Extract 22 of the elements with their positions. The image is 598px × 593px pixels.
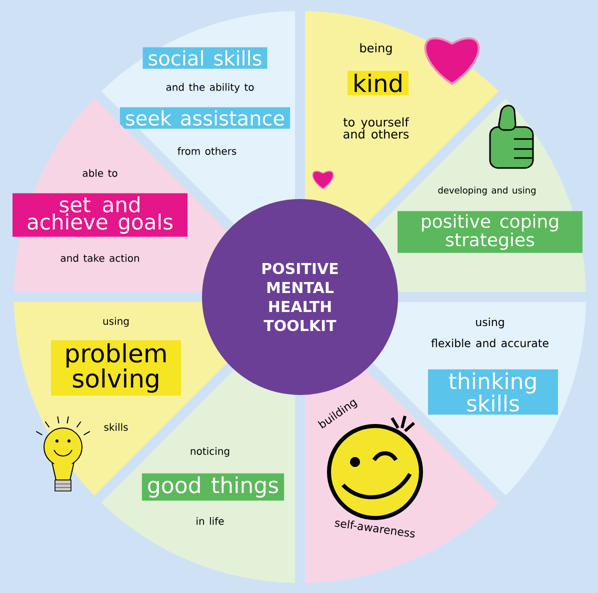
caption-text: skills: [104, 423, 128, 431]
caption-text: self-awareness: [334, 520, 415, 538]
highlighted-text: problem solving: [51, 340, 181, 396]
highlighted-text: social skills: [142, 47, 268, 69]
highlighted-text: kind: [348, 70, 408, 96]
highlighted-text: positive coping strategies: [398, 211, 582, 253]
caption-text: noticing: [190, 447, 230, 457]
caption-text: being: [360, 43, 392, 55]
caption-text: using: [476, 318, 504, 328]
caption-text: developing and using: [438, 186, 536, 196]
highlighted-text: set and achieve goals: [12, 193, 188, 237]
caption-text: in life: [196, 517, 224, 525]
caption-text: and the ability to: [166, 83, 254, 93]
caption-text: using: [103, 317, 129, 327]
highlighted-text: good things: [142, 473, 284, 501]
caption-text: able to: [82, 169, 118, 177]
caption-text: from others: [178, 147, 236, 155]
highlighted-text: seek assistance: [120, 107, 290, 129]
caption-text: flexible and accurate: [431, 338, 548, 348]
caption-text: and take action: [60, 254, 139, 262]
caption-text: to yourself and others: [343, 117, 410, 139]
highlighted-text: thinking skills: [428, 369, 558, 415]
